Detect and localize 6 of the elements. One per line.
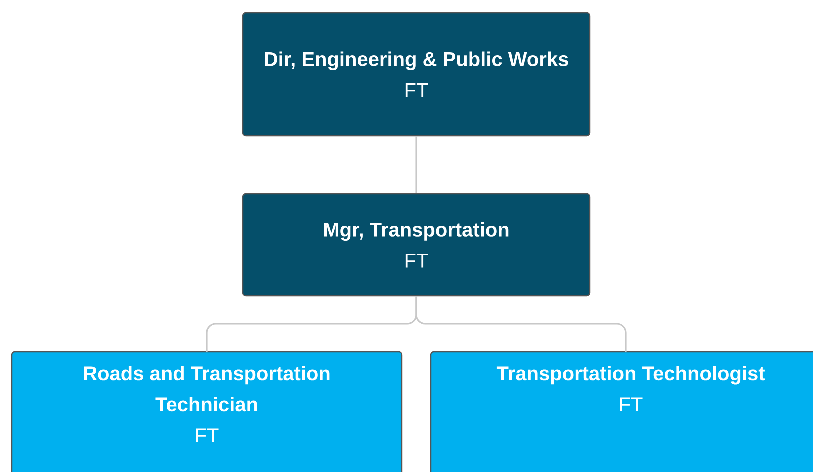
connector-line [416,136,418,194]
position-box: Transportation Technologist FT [430,351,813,472]
position-box: Roads and Transportation Technician FT [11,351,403,472]
position-box: Dir, Engineering & Public Works FT [242,12,591,137]
position-box: Mgr, Transportation FT [242,193,591,297]
connector-line [416,296,627,352]
